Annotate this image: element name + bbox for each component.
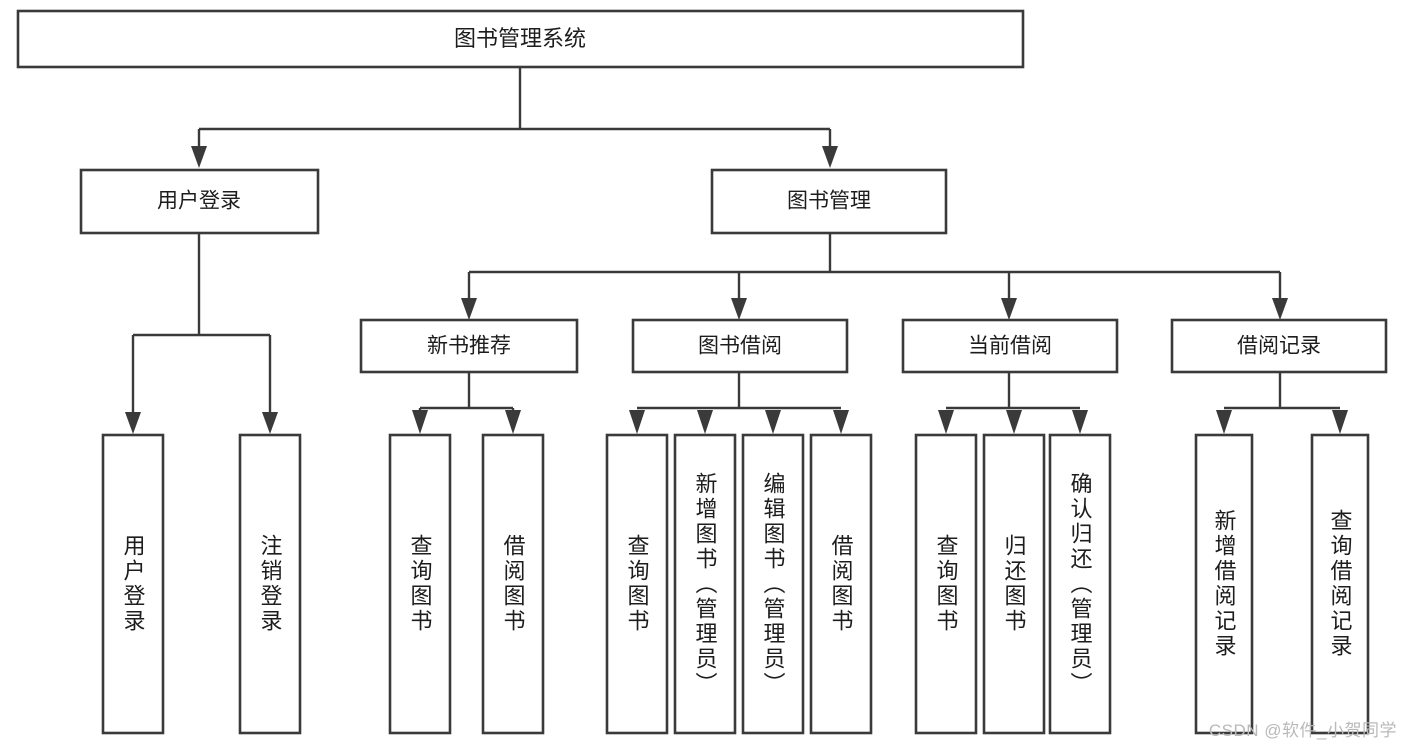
leaf-box-book-borrow-3[interactable] [809,433,873,735]
arrow-head-bookmanage-1 [461,298,477,320]
node-borrow-record[interactable]: 借阅记录 [1170,318,1388,374]
node-new-book-recommend-label: 新书推荐 [427,335,511,358]
node-current-borrow-label: 当前借阅 [968,335,1052,358]
node-new-book-recommend[interactable]: 新书推荐 [359,318,579,374]
leaf-box-borrow-record-0[interactable] [1194,433,1254,735]
node-book-borrow-label: 图书借阅 [698,335,782,358]
arrow-head-root-2 [822,146,838,168]
leaf-box-borrow-record-1[interactable] [1310,433,1370,735]
leaf-box-new-book-0[interactable] [388,433,452,735]
arrow-head-borrowrecord-1 [1216,410,1232,434]
node-current-borrow-rect[interactable] [901,318,1119,374]
leaf-box-book-borrow-2[interactable] [741,433,805,735]
arrow-head-currentborrow-1 [938,410,954,434]
connector-group-root [191,67,838,168]
connector-group-new-book [412,372,521,434]
connector-group-book-borrow [629,372,849,434]
arrow-head-bookmanage-2 [731,298,747,320]
connector-group-current-borrow [938,372,1088,434]
connector-group-book-manage [461,233,1288,320]
node-borrow-record-rect[interactable] [1170,318,1388,374]
leaf-box-current-borrow-0[interactable] [914,433,978,735]
leaf-box-book-borrow-0[interactable] [605,433,669,735]
node-root-rect[interactable] [16,9,1025,69]
node-root[interactable]: 图书管理系统 [16,9,1025,69]
node-book-manage[interactable]: 图书管理 [710,168,948,235]
arrow-head-userlogin-2 [262,412,278,434]
arrow-head-newbook-2 [505,410,521,434]
arrow-head-root-1 [191,146,207,168]
arrow-head-borrowrecord-2 [1332,410,1348,434]
leaf-box-new-book-1[interactable] [481,433,545,735]
arrow-head-bookborrow-2 [697,410,713,434]
arrow-head-bookmanage-3 [1001,298,1017,320]
arrow-head-bookborrow-1 [629,410,645,434]
arrow-head-currentborrow-3 [1072,410,1088,434]
node-borrow-record-label: 借阅记录 [1237,335,1321,358]
arrow-head-bookborrow-3 [765,410,781,434]
node-new-book-recommend-rect[interactable] [359,318,579,374]
node-user-login-rect[interactable] [79,168,320,235]
connector-group-borrow-record [1216,372,1348,434]
leaf-box-user-login-1[interactable] [238,433,302,735]
node-current-borrow[interactable]: 当前借阅 [901,318,1119,374]
leaf-box-book-borrow-1[interactable] [673,433,737,735]
arrow-head-bookborrow-4 [833,410,849,434]
node-root-label: 图书管理系统 [454,26,586,51]
leaf-box-user-login-0[interactable] [101,433,165,735]
node-book-borrow[interactable]: 图书借阅 [631,318,849,374]
connector-group-user-login [125,233,278,434]
arrow-head-currentborrow-2 [1006,410,1022,434]
leaf-box-current-borrow-1[interactable] [982,433,1046,735]
node-book-borrow-rect[interactable] [631,318,849,374]
arrow-head-userlogin-1 [125,412,141,434]
node-user-login-label: 用户登录 [157,190,241,213]
arrow-head-bookmanage-4 [1272,298,1288,320]
watermark-text: CSDN @软件_小贺同学 [1208,721,1397,740]
node-user-login[interactable]: 用户登录 [79,168,320,235]
arrow-head-newbook-1 [412,410,428,434]
leaf-box-current-borrow-2[interactable] [1048,433,1112,735]
node-book-manage-rect[interactable] [710,168,948,235]
node-book-manage-label: 图书管理 [787,190,871,213]
